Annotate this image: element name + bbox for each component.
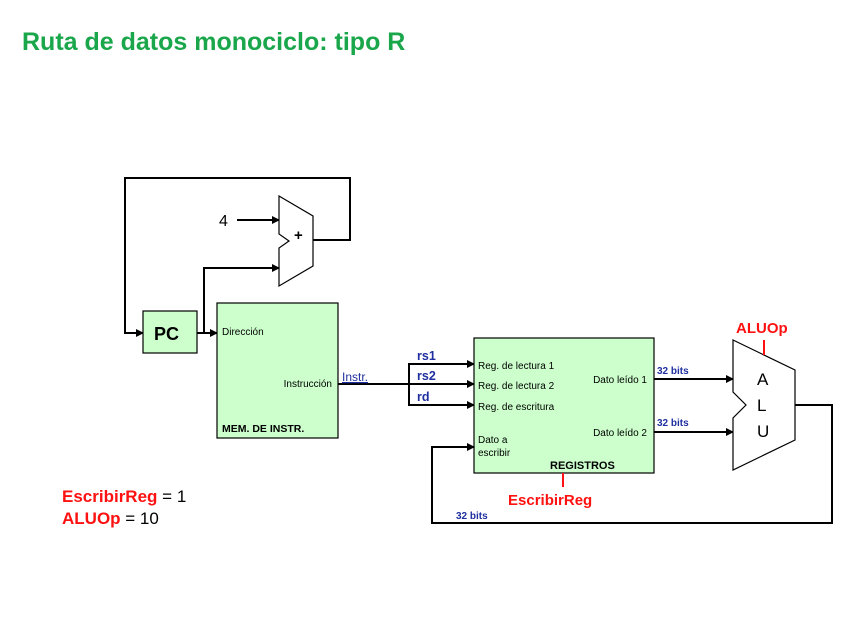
instruction-bus-label: Instr. <box>342 370 368 384</box>
reg-port-writedata-1: Dato a <box>478 435 508 446</box>
data2-width: 32 bits <box>657 418 689 429</box>
pc-update-wire <box>124 177 351 337</box>
rs1-label: rs1 <box>417 349 436 363</box>
register-file-name: REGISTROS <box>550 460 615 472</box>
reg-port-data1: Dato leído 1 <box>593 375 647 386</box>
pc-to-adder-wire <box>203 264 280 333</box>
aluop-control-label: ALUOp <box>736 320 788 337</box>
reg-port-read1: Reg. de lectura 1 <box>478 361 555 372</box>
register-file <box>473 337 655 474</box>
signal-escribirreg: EscribirReg = 1 <box>62 486 186 508</box>
alu-letter-u: U <box>757 422 769 441</box>
reg-port-read2: Reg. de lectura 2 <box>478 381 555 392</box>
alu <box>732 339 796 471</box>
alu-letter-l: L <box>757 396 766 415</box>
memory-port-address: Dirección <box>222 327 264 338</box>
signal-escribirreg-value: = 1 <box>162 487 187 506</box>
data1-width: 32 bits <box>657 366 689 377</box>
memory-port-instruction: Instrucción <box>284 379 332 390</box>
signal-escribirreg-name: EscribirReg <box>62 487 158 506</box>
instruction-memory <box>216 302 339 439</box>
control-signal-values: EscribirReg = 1 ALUOp = 10 <box>62 486 186 530</box>
reg-port-writedata-2: escribir <box>478 448 511 459</box>
signal-aluop-value: = 10 <box>125 509 159 528</box>
rd-wire <box>408 384 475 409</box>
writeback-bus <box>431 404 833 524</box>
escribirreg-control-label: EscribirReg <box>508 492 592 509</box>
memory-name: MEM. DE INSTR. <box>222 423 304 435</box>
signal-aluop-name: ALUOp <box>62 509 121 528</box>
rs2-label: rs2 <box>417 369 436 383</box>
rd-label: rd <box>417 390 430 404</box>
constant-four-label: 4 <box>219 213 228 230</box>
reg-port-write: Reg. de escritura <box>478 402 555 413</box>
pc-register <box>142 310 198 354</box>
rs1-wire <box>408 360 475 384</box>
page-title: Ruta de datos monociclo: tipo R <box>22 28 406 56</box>
pc-label: PC <box>154 324 179 344</box>
reg-port-data2: Dato leído 2 <box>593 428 647 439</box>
alu-letter-a: A <box>757 370 769 389</box>
writeback-width: 32 bits <box>456 511 488 522</box>
signal-aluop: ALUOp = 10 <box>62 508 186 530</box>
adder-label: + <box>294 227 303 244</box>
